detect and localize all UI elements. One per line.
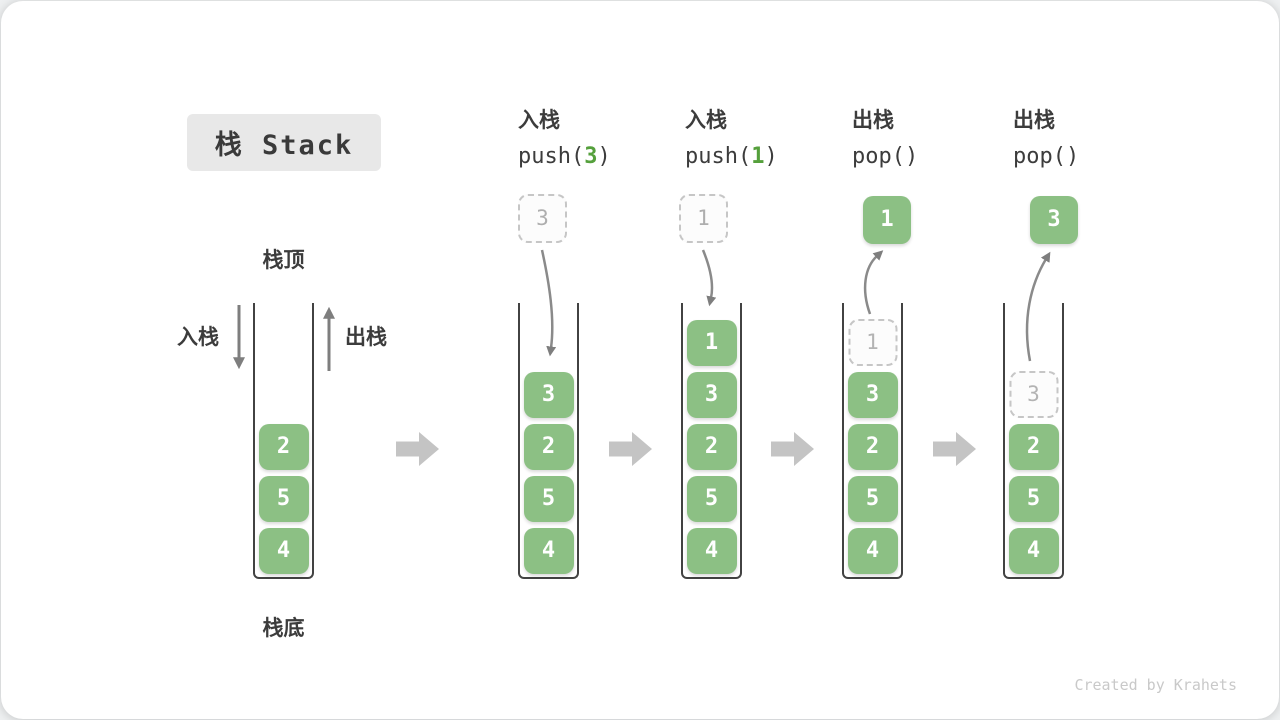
stack-block: 3 <box>523 372 574 418</box>
code-arg: 1 <box>751 144 765 169</box>
operation-code: pop() <box>1013 144 1079 169</box>
code-text: pop( <box>852 144 905 169</box>
stack-top-label: 栈顶 <box>262 248 305 272</box>
operation-label-pop-1: 出栈 pop() <box>852 107 918 169</box>
ghost-removed-block: 3 <box>1009 371 1058 418</box>
operation-code: push(3) <box>518 144 611 169</box>
code-text: ) <box>597 144 611 169</box>
stack-block: 2 <box>523 424 574 470</box>
incoming-element-box: 3 <box>518 194 567 243</box>
code-text: ) <box>764 144 778 169</box>
stack-container-3: 1 3 2 5 4 <box>681 303 742 579</box>
stack-container-5: 3 2 5 4 <box>1003 303 1064 579</box>
ghost-removed-block: 1 <box>848 319 897 366</box>
operation-name: 入栈 <box>685 108 727 132</box>
stack-block: 4 <box>686 528 737 574</box>
stack-block: 4 <box>1008 528 1059 574</box>
stack-block: 4 <box>847 528 898 574</box>
next-step-arrow-icon <box>933 432 976 466</box>
stack-block: 2 <box>847 424 898 470</box>
operation-code: push(1) <box>685 144 778 169</box>
incoming-element-box: 1 <box>679 194 728 243</box>
next-step-arrow-icon <box>771 432 814 466</box>
stack-bottom-label: 栈底 <box>262 616 305 640</box>
operation-label-pop-2: 出栈 pop() <box>1013 107 1079 169</box>
code-text: pop( <box>1013 144 1066 169</box>
stack-block: 5 <box>1008 476 1059 522</box>
code-text: ) <box>904 144 919 169</box>
stack-block: 2 <box>258 424 309 470</box>
next-step-arrow-icon <box>609 432 652 466</box>
operation-label-push-1: 入栈 push(1) <box>685 107 778 169</box>
code-text: ) <box>1065 144 1080 169</box>
popped-element-box: 3 <box>1030 196 1078 244</box>
stack-block: 2 <box>686 424 737 470</box>
stack-container-1: 2 5 4 <box>253 303 314 579</box>
watermark: Created by Krahets <box>1074 676 1237 694</box>
title-box: 栈 Stack <box>187 114 381 171</box>
stack-block: 4 <box>523 528 574 574</box>
pop-out-label: 出栈 <box>345 325 387 349</box>
stack-block: 3 <box>847 372 898 418</box>
operation-name: 入栈 <box>518 108 560 132</box>
push-in-label: 入栈 <box>177 325 219 349</box>
stack-container-4: 1 3 2 5 4 <box>842 303 903 579</box>
operation-code: pop() <box>852 144 918 169</box>
stack-block: 1 <box>686 320 737 366</box>
operation-label-push-3: 入栈 push(3) <box>518 107 611 169</box>
operation-name: 出栈 <box>852 108 894 132</box>
code-text: push( <box>518 144 585 169</box>
operation-name: 出栈 <box>1013 108 1055 132</box>
stack-block: 2 <box>1008 424 1059 470</box>
code-arg: 3 <box>584 144 598 169</box>
stack-block: 5 <box>258 476 309 522</box>
stack-block: 5 <box>523 476 574 522</box>
stack-block: 5 <box>686 476 737 522</box>
popped-element-box: 1 <box>863 196 911 244</box>
stack-block: 4 <box>258 528 309 574</box>
stack-block: 5 <box>847 476 898 522</box>
stack-block: 3 <box>686 372 737 418</box>
next-step-arrow-icon <box>396 432 439 466</box>
stack-container-2: 3 2 5 4 <box>518 303 579 579</box>
push-flow-arrow-icon <box>701 249 717 307</box>
code-text: push( <box>685 144 752 169</box>
